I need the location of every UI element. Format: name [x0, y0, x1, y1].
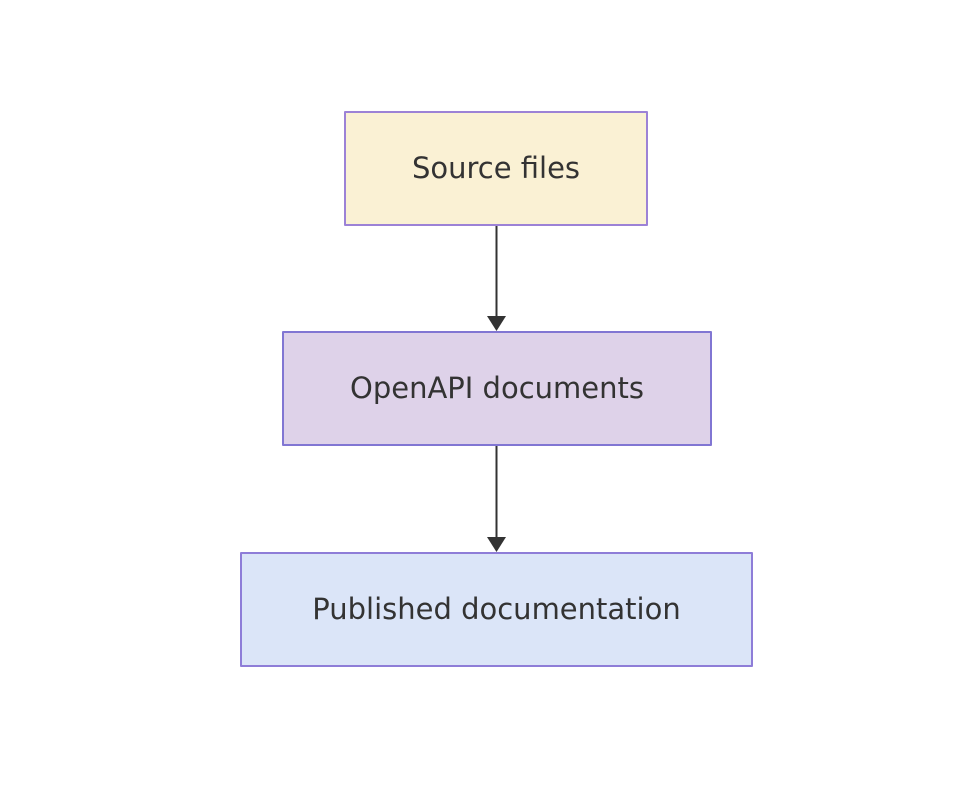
arrowhead-icon	[487, 316, 506, 331]
node-label: Published documentation	[312, 592, 681, 627]
edge-openapi-to-published	[487, 446, 506, 552]
node-label: OpenAPI documents	[350, 371, 644, 406]
arrowhead-icon	[487, 537, 506, 552]
node-published-documentation: Published documentation	[240, 552, 753, 667]
node-openapi-documents: OpenAPI documents	[282, 331, 712, 446]
node-label: Source files	[411, 151, 581, 186]
edge-source-to-openapi	[487, 226, 506, 331]
node-source-files: Source files	[344, 111, 648, 226]
